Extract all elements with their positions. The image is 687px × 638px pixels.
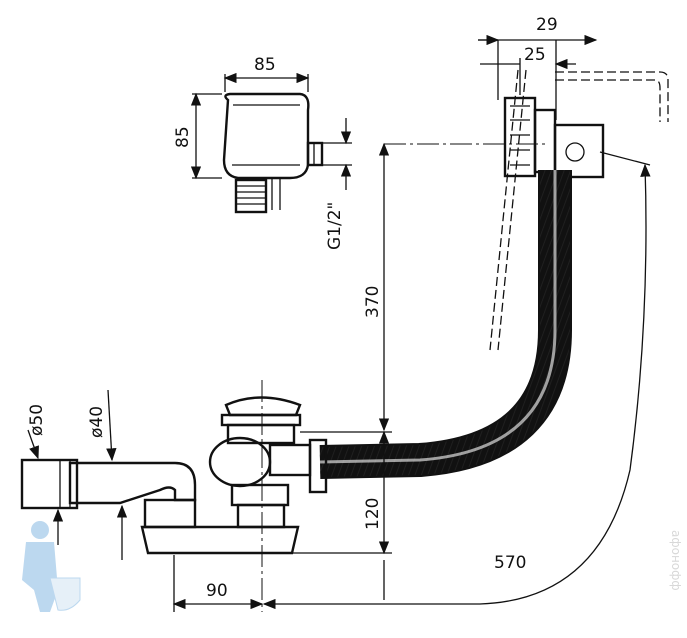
dim-vertical-length: 370 — [363, 286, 383, 318]
dim-inlet-offset-outer: 29 — [536, 15, 558, 35]
dim-siphon-offset: 90 — [206, 581, 228, 601]
watermark: афонофф — [669, 530, 683, 591]
dim-waste-height: 120 — [363, 498, 383, 530]
dim-overflow-height: 85 — [173, 126, 193, 148]
dim-outlet-diameter-large: ø50 — [27, 404, 47, 436]
overflow-valve-detail — [190, 72, 352, 214]
dim-thread: G1/2" — [325, 202, 345, 250]
dim-overflow-width: 85 — [254, 55, 276, 75]
dim-inlet-offset-inner: 25 — [524, 45, 546, 65]
dim-horizontal-length: 570 — [494, 553, 526, 573]
bath-filler-inlet — [478, 34, 669, 351]
plumber-logo — [22, 521, 81, 612]
dim-outlet-diameter-small: ø40 — [87, 406, 107, 438]
waste-siphon-body — [20, 396, 328, 555]
